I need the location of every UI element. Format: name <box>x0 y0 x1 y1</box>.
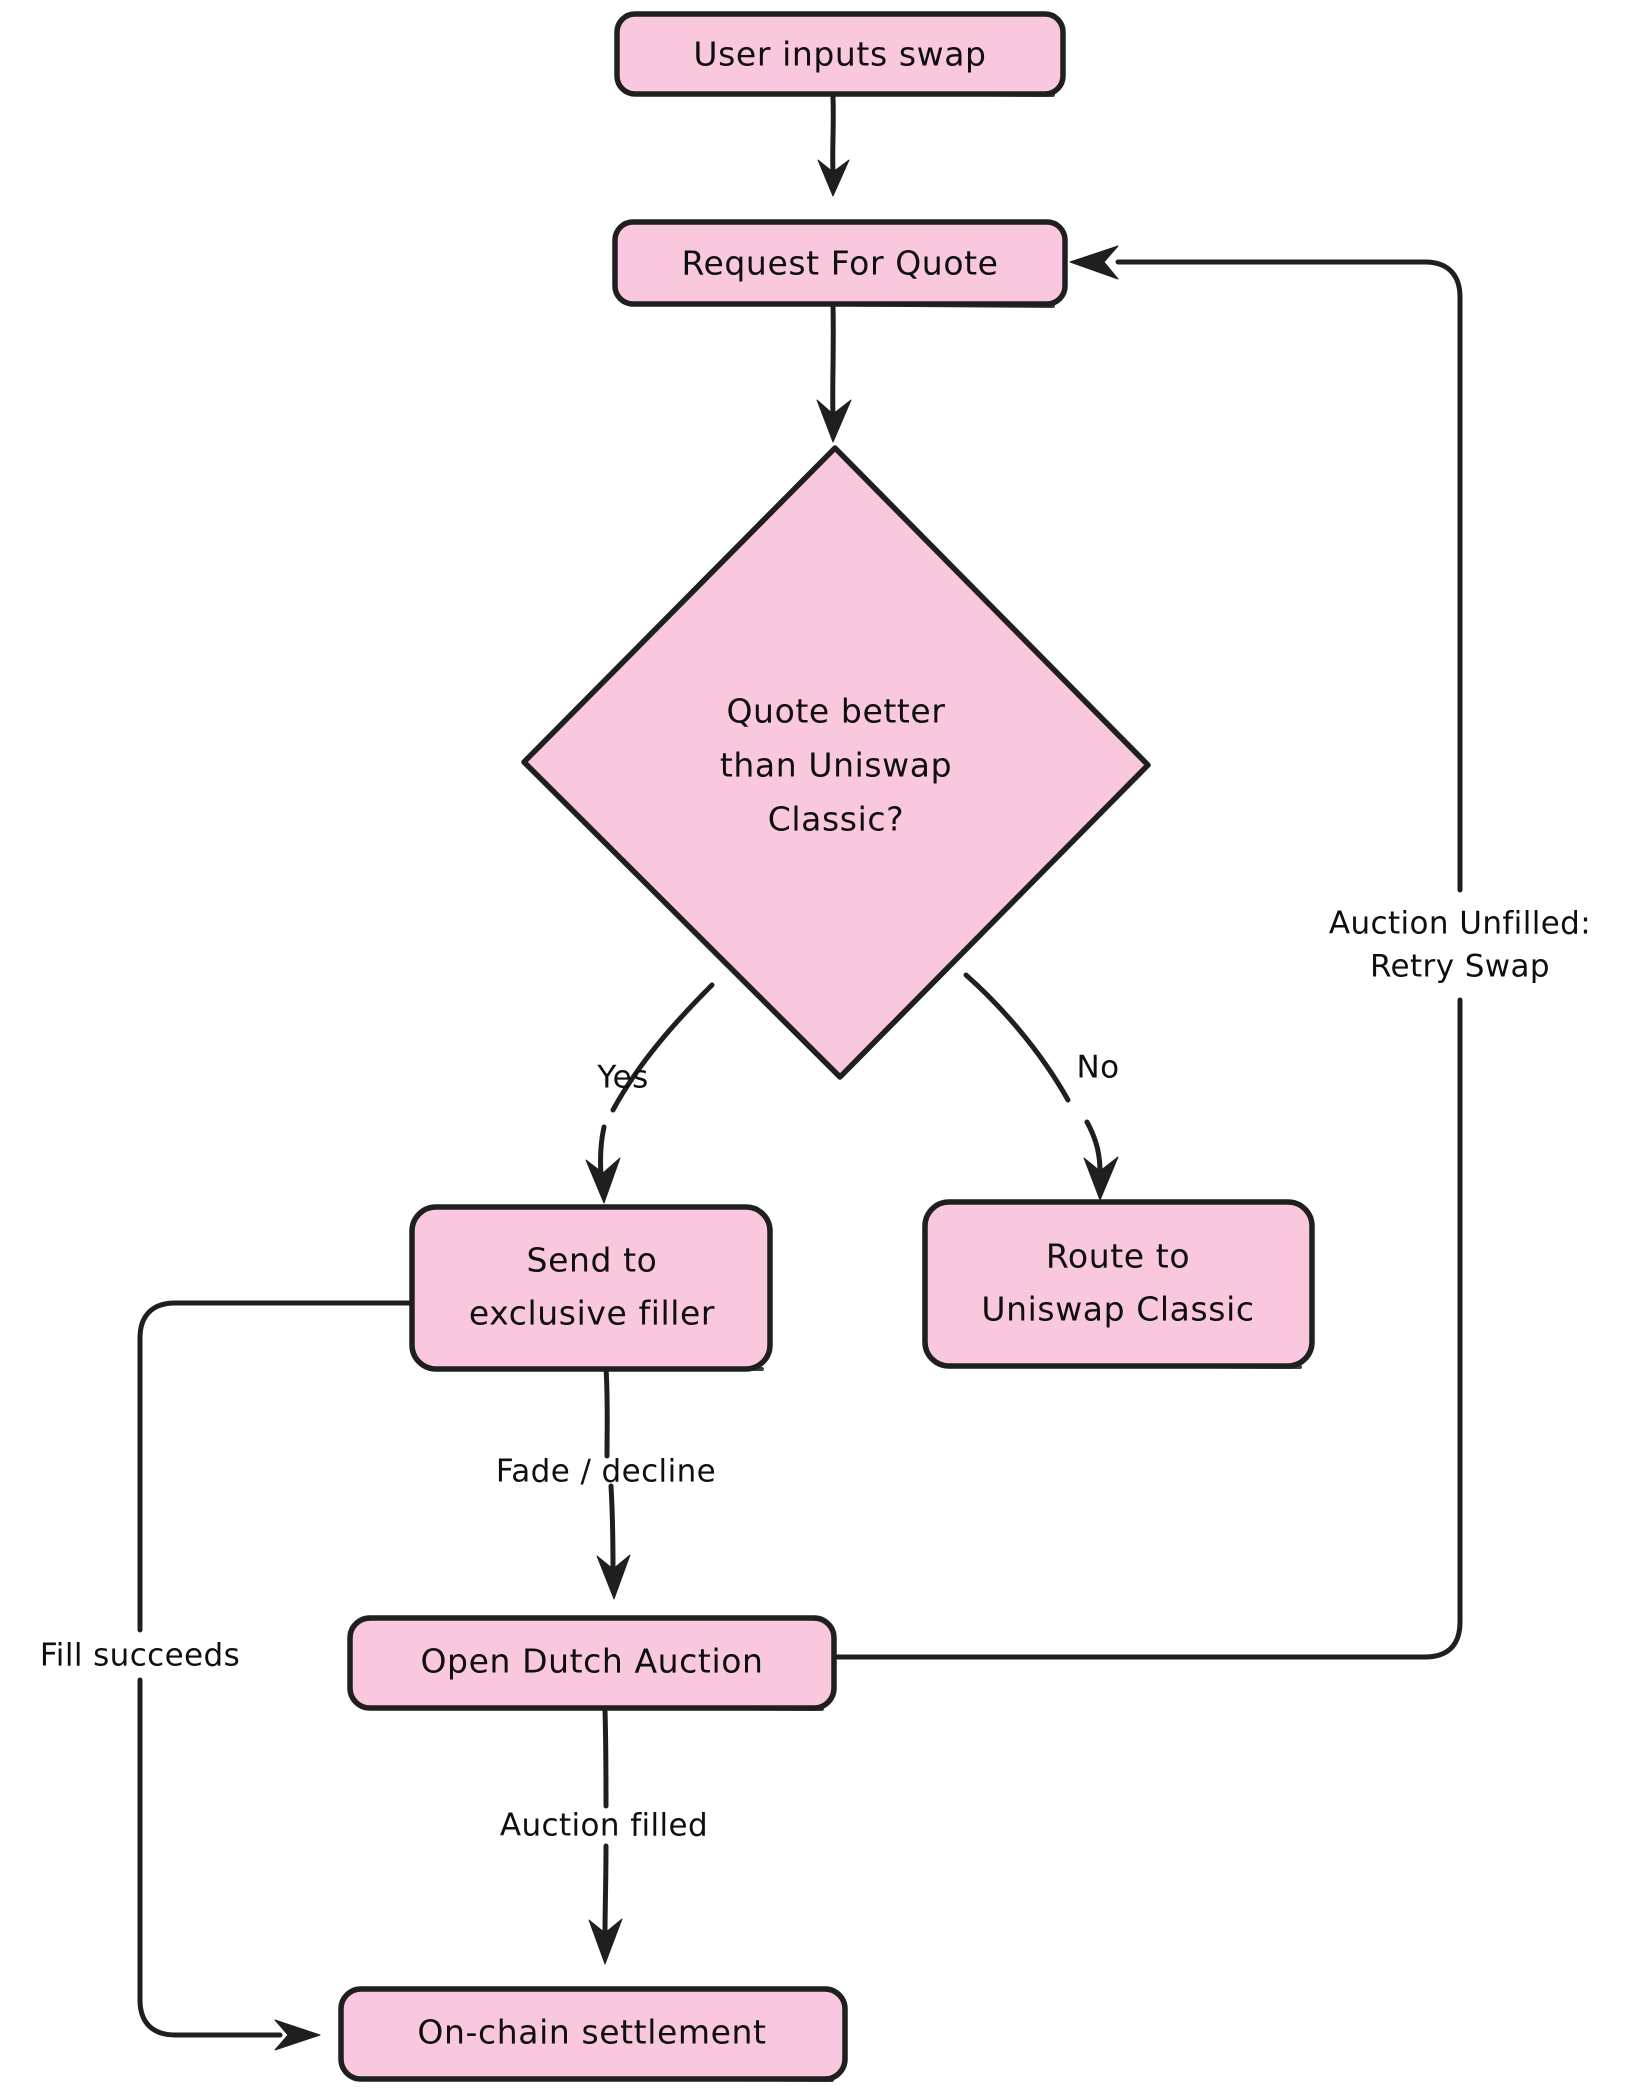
edge-label-fade-decline: Fade / decline <box>496 1454 716 1490</box>
node-label-line1: Quote better <box>726 692 945 731</box>
edge-line <box>1115 259 1463 893</box>
edge-line <box>608 1483 616 1573</box>
edge-user-input-to-rfq <box>817 94 850 197</box>
edge-decision-to-exclusive-filler: Yes <box>585 982 715 1204</box>
node-label: Open Dutch Auction <box>420 1642 763 1681</box>
edge-line <box>602 1707 609 1809</box>
edge-label-no: No <box>1077 1050 1120 1086</box>
node-box[interactable] <box>347 1615 837 1711</box>
edge-line <box>597 1124 607 1178</box>
node-send-to-exclusive-filler[interactable]: Send to exclusive filler <box>409 1204 773 1372</box>
node-box[interactable] <box>614 11 1066 97</box>
edge-label-auction-filled: Auction filled <box>500 1808 708 1844</box>
node-quote-better-decision[interactable]: Quote better than Uniswap Classic? <box>521 445 1151 1080</box>
edge-line <box>137 1300 415 1633</box>
node-label: On-chain settlement <box>417 2013 766 2052</box>
node-box[interactable] <box>409 1204 773 1372</box>
arrowhead-icon <box>816 399 852 443</box>
edge-line <box>830 997 1463 1660</box>
edge-label-yes: Yes <box>596 1060 648 1096</box>
arrowhead-icon <box>1083 1156 1119 1201</box>
edge-rfq-to-decision <box>816 302 852 443</box>
node-label: Request For Quote <box>681 244 998 283</box>
edge-line <box>603 1365 610 1459</box>
edge-line <box>602 1843 609 1937</box>
node-request-for-quote[interactable]: Request For Quote <box>612 219 1068 308</box>
edge-label-fill-succeeds: Fill succeeds <box>40 1638 240 1674</box>
edge-line <box>610 982 715 1113</box>
node-label-line1: Route to <box>1046 1237 1190 1276</box>
node-route-to-uniswap-classic[interactable]: Route to Uniswap Classic <box>922 1199 1315 1369</box>
edge-line <box>1084 1119 1103 1175</box>
node-label-line2: exclusive filler <box>469 1294 715 1333</box>
node-box[interactable] <box>922 1199 1315 1369</box>
edge-exclusive-filler-to-auction: Fade / decline <box>496 1365 716 1600</box>
node-on-chain-settlement[interactable]: On-chain settlement <box>338 1986 848 2082</box>
edge-decision-to-uniswap-classic: No <box>963 972 1120 1201</box>
node-label: User inputs swap <box>693 35 986 74</box>
node-diamond[interactable] <box>521 445 1151 1080</box>
node-open-dutch-auction[interactable]: Open Dutch Auction <box>347 1615 837 1711</box>
node-label-line1: Send to <box>527 1241 658 1280</box>
arrowhead-icon <box>817 159 850 197</box>
arrowhead-icon <box>274 2019 321 2051</box>
edge-auction-to-settlement: Auction filled <box>500 1707 708 1965</box>
node-box[interactable] <box>612 219 1068 307</box>
node-label-line3: Classic? <box>768 800 904 839</box>
arrowhead-icon <box>588 1918 623 1965</box>
edge-label-retry-swap: Retry Swap <box>1370 949 1550 985</box>
node-label-line2: Uniswap Classic <box>981 1290 1254 1329</box>
edge-line <box>137 1677 283 2038</box>
edge-line <box>830 302 836 418</box>
node-box[interactable] <box>338 1986 848 2082</box>
arrowhead-icon <box>585 1157 621 1204</box>
arrowhead-icon <box>596 1554 631 1600</box>
node-label-line2: than Uniswap <box>720 746 952 785</box>
edge-line <box>830 94 836 175</box>
edge-exclusive-filler-to-settlement: Fill succeeds <box>40 1300 415 2051</box>
edge-label-auction-unfilled: Auction Unfilled: <box>1329 906 1591 942</box>
edge-auction-to-rfq-retry: Auction Unfilled: Retry Swap <box>830 245 1591 1660</box>
edge-line <box>963 972 1071 1103</box>
node-user-inputs-swap[interactable]: User inputs swap <box>614 11 1066 97</box>
arrowhead-icon <box>1069 245 1119 280</box>
